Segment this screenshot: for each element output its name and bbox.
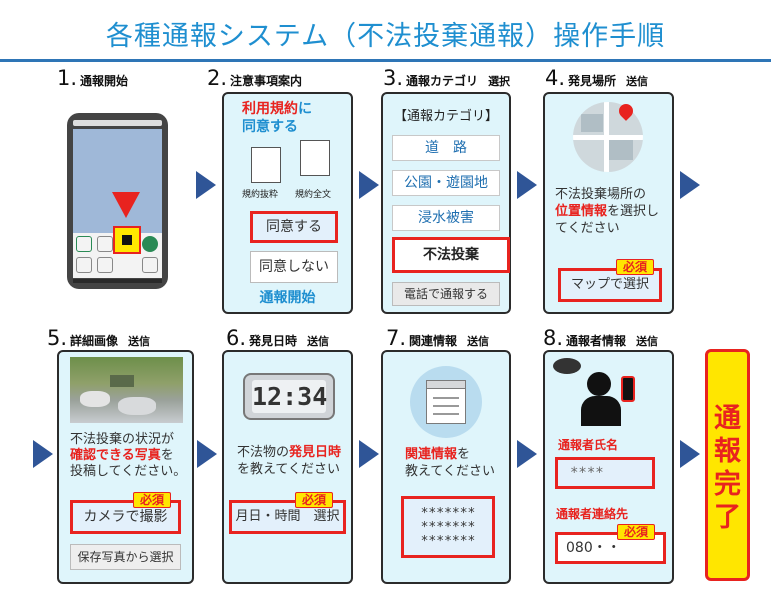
step-8-title: 8.通報者情報送信: [543, 326, 659, 350]
step-8-panel: 通報者氏名 **** 通報者連絡先 080・・ 必須: [543, 350, 674, 584]
reporter-contact-field[interactable]: 080・・: [555, 532, 666, 564]
step-1-title: 1.通報開始: [57, 66, 129, 90]
document-icon: [300, 140, 330, 176]
map-select-button[interactable]: マップで選択: [558, 268, 662, 302]
step-5-panel: 不法投棄の状況が 確認できる写真を 投稿してください。 カメラで撮影 必須 保存…: [57, 350, 194, 584]
flow-arrow-icon: [359, 171, 379, 199]
flow-arrow-icon: [197, 440, 217, 468]
step-6-panel: 12:34 不法物の発見日時 を教えてください 月日・時間 選択 必須: [222, 350, 353, 584]
dumping-photo: [70, 357, 183, 423]
category-park[interactable]: 公園・遊園地: [392, 170, 500, 196]
reporter-name-label: 通報者氏名: [558, 438, 619, 452]
page-title: 各種通報システム（不法投棄通報）操作手順: [105, 21, 666, 52]
app-glyph-icon: [122, 235, 132, 245]
note-icon: [410, 366, 482, 438]
datetime-instruction: 不法物の発見日時 を教えてください: [237, 445, 342, 477]
location-instruction: 不法投棄場所の 位置情報を選択し てください: [555, 187, 660, 236]
step-7-panel: 関連情報を 教えてください ******* ******* *******: [381, 350, 511, 584]
report-complete-badge: 通 報 完 了: [705, 349, 750, 581]
app-icon: [76, 236, 92, 252]
document-icon: [251, 147, 281, 183]
title-divider: [0, 59, 771, 62]
flow-arrow-icon: [680, 171, 700, 199]
doc-excerpt-label: 規約抜粋: [242, 190, 279, 200]
step-2-panel: 利用規約に 同意する 規約抜粋 規約全文 同意する 同意しない 通報開始: [222, 92, 353, 314]
flow-arrow-icon: [517, 440, 537, 468]
flow-arrow-icon: [680, 440, 700, 468]
flow-arrow-icon: [359, 440, 379, 468]
doc-full-label: 規約全文: [295, 190, 332, 200]
step-5-title: 5.詳細画像送信: [47, 326, 151, 350]
category-road[interactable]: 道 路: [392, 135, 500, 161]
report-app-icon[interactable]: [113, 226, 141, 254]
cloud-icon: [553, 358, 581, 374]
step-3-title: 3.通報カテゴリ選択: [383, 66, 511, 90]
masked-text: ******* ******* *******: [420, 506, 476, 549]
phone-app-grid: [73, 233, 162, 278]
app-icon: [97, 236, 113, 252]
phone-status-bar: [73, 120, 162, 126]
phone-report-button[interactable]: 電話で通報する: [392, 282, 500, 306]
flow-arrow-icon: [517, 171, 537, 199]
app-icon: [142, 257, 158, 273]
step-7-title: 7.関連情報送信: [386, 326, 490, 350]
user-phone-icon: [579, 370, 643, 426]
required-badge: 必須: [617, 524, 655, 540]
app-icon: [76, 257, 92, 273]
flow-arrow-icon: [196, 171, 216, 199]
app-icon: [142, 236, 158, 252]
start-report-label: 通報開始: [259, 290, 316, 306]
step-3-panel: 【通報カテゴリ】 道 路 公園・遊園地 浸水被害 不法投棄 電話で通報する: [381, 92, 511, 314]
flow-arrow-icon: [33, 440, 53, 468]
saved-photo-button[interactable]: 保存写真から選択: [70, 544, 181, 570]
tap-pointer-icon: [112, 192, 140, 218]
phone-nav-bar: [73, 279, 162, 283]
clock-icon: 12:34: [243, 373, 335, 420]
related-info-textarea[interactable]: ******* ******* *******: [401, 496, 495, 558]
required-badge: 必須: [616, 259, 654, 275]
category-illegal-dumping[interactable]: 不法投棄: [392, 237, 510, 273]
category-box-title: 【通報カテゴリ】: [393, 109, 498, 124]
clock-display: 12:34: [252, 380, 328, 413]
terms-heading: 利用規約に 同意する: [242, 101, 312, 135]
reporter-name-field[interactable]: ****: [555, 457, 655, 489]
report-complete-text: 通 報 完 了: [714, 403, 741, 533]
disagree-button[interactable]: 同意しない: [250, 251, 338, 283]
reporter-contact-label: 通報者連絡先: [556, 507, 629, 521]
step-6-title: 6.発見日時送信: [226, 326, 330, 350]
app-icon: [97, 257, 113, 273]
datetime-select-button[interactable]: 月日・時間 選択: [229, 500, 346, 534]
step-2-title: 2.注意事項案内: [207, 66, 303, 90]
agree-button[interactable]: 同意する: [250, 211, 338, 243]
photo-instruction: 不法投棄の状況が 確認できる写真を 投稿してください。: [70, 432, 187, 479]
required-badge: 必須: [133, 492, 171, 508]
step-4-title: 4.発見場所送信: [545, 66, 649, 90]
required-badge: 必須: [295, 492, 333, 508]
category-flood[interactable]: 浸水被害: [392, 205, 500, 231]
related-info-instruction: 関連情報を 教えてください: [405, 447, 495, 479]
step-4-panel: 不法投棄場所の 位置情報を選択し てください マップで選択 必須: [543, 92, 674, 314]
